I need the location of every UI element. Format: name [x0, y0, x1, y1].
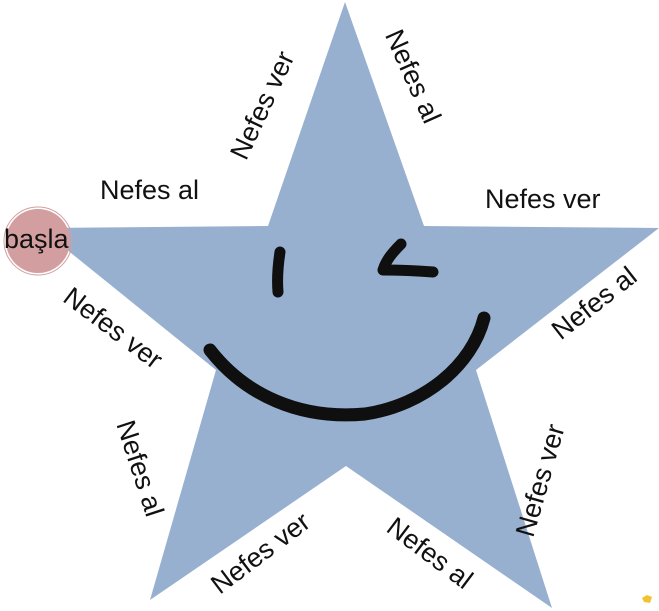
label-nefes-al-1: Nefes al	[100, 175, 200, 205]
start-label[interactable]: başla	[4, 224, 69, 254]
left-eye	[272, 246, 286, 298]
label-nefes-ver-2: Nefes ver	[485, 184, 601, 214]
star-shape	[40, 2, 659, 608]
smile-mouth	[203, 311, 491, 422]
start-circle-outline	[3, 206, 73, 276]
start-circle[interactable]	[6, 209, 70, 273]
right-eye-wink	[377, 238, 439, 278]
corner-mark-icon	[642, 595, 652, 603]
